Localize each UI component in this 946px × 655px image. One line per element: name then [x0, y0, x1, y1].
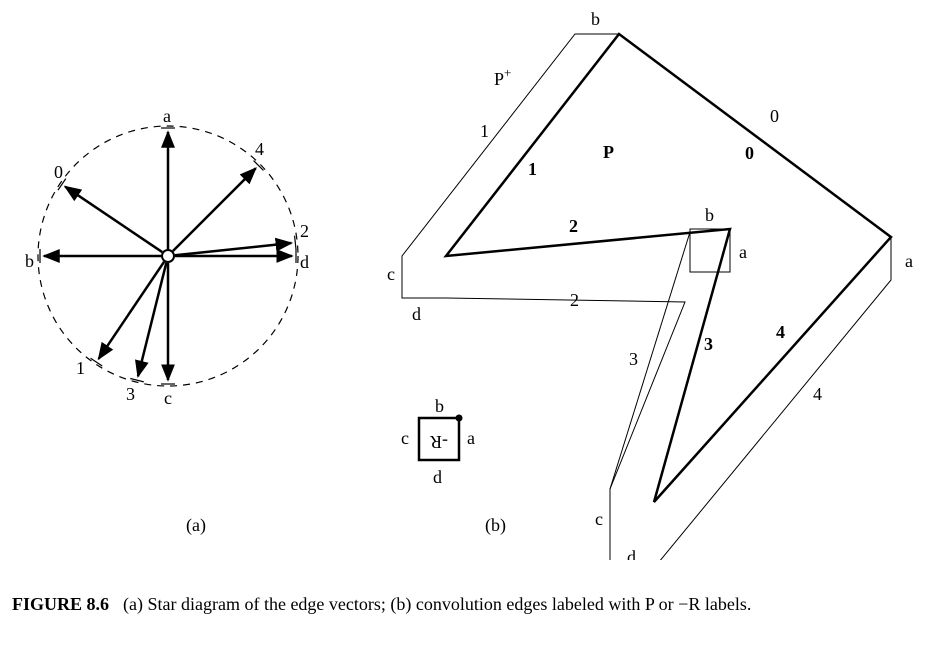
outer-edge-label-0: 0 [770, 106, 779, 126]
star-vector-1 [97, 261, 166, 361]
figure-caption: FIGURE 8.6 (a) Star diagram of the edge v… [12, 592, 937, 617]
vertex-label-a-notch: a [739, 242, 747, 262]
p-label: P [603, 142, 614, 162]
star-diagram: a 4 0 2 d b 1 3 c (a) [25, 106, 309, 536]
convolution-diagram: P+ P 0 1 2 3 4 0 1 2 3 4 b a b a c d c d… [387, 9, 913, 560]
outer-edge-label-1: 1 [480, 121, 489, 141]
star-tick-0 [57, 178, 67, 191]
envelope-line-3-inner [609, 231, 691, 490]
minus-r-key-right: a [467, 428, 475, 448]
star-label-0: 0 [54, 162, 63, 182]
envelope-line-c-d [610, 489, 654, 502]
minus-r-key-top: b [435, 396, 444, 416]
star-vector-3 [135, 262, 168, 379]
vertex-label-d-left: d [412, 304, 421, 324]
star-label-d: d [300, 252, 309, 272]
star-label-1: 1 [76, 358, 85, 378]
star-label-a: a [163, 106, 171, 126]
inner-edge-label-1: 1 [528, 159, 537, 179]
vertex-label-d-bottom: d [627, 547, 636, 560]
convolution-outer-boundary [401, 33, 892, 560]
star-label-b: b [25, 251, 34, 271]
star-tick-1 [90, 357, 103, 367]
vertex-label-b-top: b [591, 9, 600, 29]
outer-edge-label-3: 3 [629, 349, 638, 369]
minus-r-key-box [417, 416, 461, 462]
panel-b-caption: (b) [485, 515, 506, 536]
inner-edge-label-0: 0 [745, 143, 754, 163]
p-plus-label: P+ [494, 65, 511, 89]
vertex-label-c-left: c [387, 264, 395, 284]
inner-edge-label-2: 2 [569, 216, 578, 236]
star-vectors [39, 127, 297, 385]
outer-edge-label-4: 4 [813, 384, 822, 404]
minus-r-key: -R b c a d [401, 396, 475, 487]
minus-r-key-bottom: d [433, 467, 442, 487]
panel-a-caption: (a) [186, 515, 206, 536]
star-tick-4 [253, 160, 264, 171]
vertex-label-a-right: a [905, 251, 913, 271]
figure-caption-label: FIGURE 8.6 [12, 594, 110, 614]
vertex-label-c-bottom: c [595, 509, 603, 529]
minus-r-key-text: -R [430, 432, 448, 452]
polygon-p [443, 32, 893, 503]
star-label-3: 3 [126, 384, 135, 404]
inner-edge-label-3: 3 [704, 334, 713, 354]
vertex-label-b-notch: b [705, 205, 714, 225]
star-vector-0 [63, 185, 163, 254]
star-tick-2 [293, 235, 297, 250]
minus-r-square-copy [689, 228, 731, 273]
star-label-4: 4 [255, 139, 264, 159]
minus-r-reference-dot [455, 414, 463, 422]
figure-caption-text: (a) Star diagram of the edge vectors; (b… [123, 594, 752, 614]
star-tick-3 [130, 377, 144, 383]
star-vector-4 [172, 167, 257, 252]
star-vector-2 [174, 237, 294, 257]
figure-8-6: a 4 0 2 d b 1 3 c (a) P+ P 0 1 2 3 4 0 1 [25, 9, 913, 560]
star-label-c: c [164, 388, 172, 408]
dashed-unit-circle [37, 125, 299, 387]
minus-r-key-left: c [401, 428, 409, 448]
star-label-2: 2 [300, 221, 309, 241]
outer-edge-label-2: 2 [570, 290, 579, 310]
star-origin [161, 249, 175, 263]
inner-edge-label-4: 4 [776, 322, 785, 342]
